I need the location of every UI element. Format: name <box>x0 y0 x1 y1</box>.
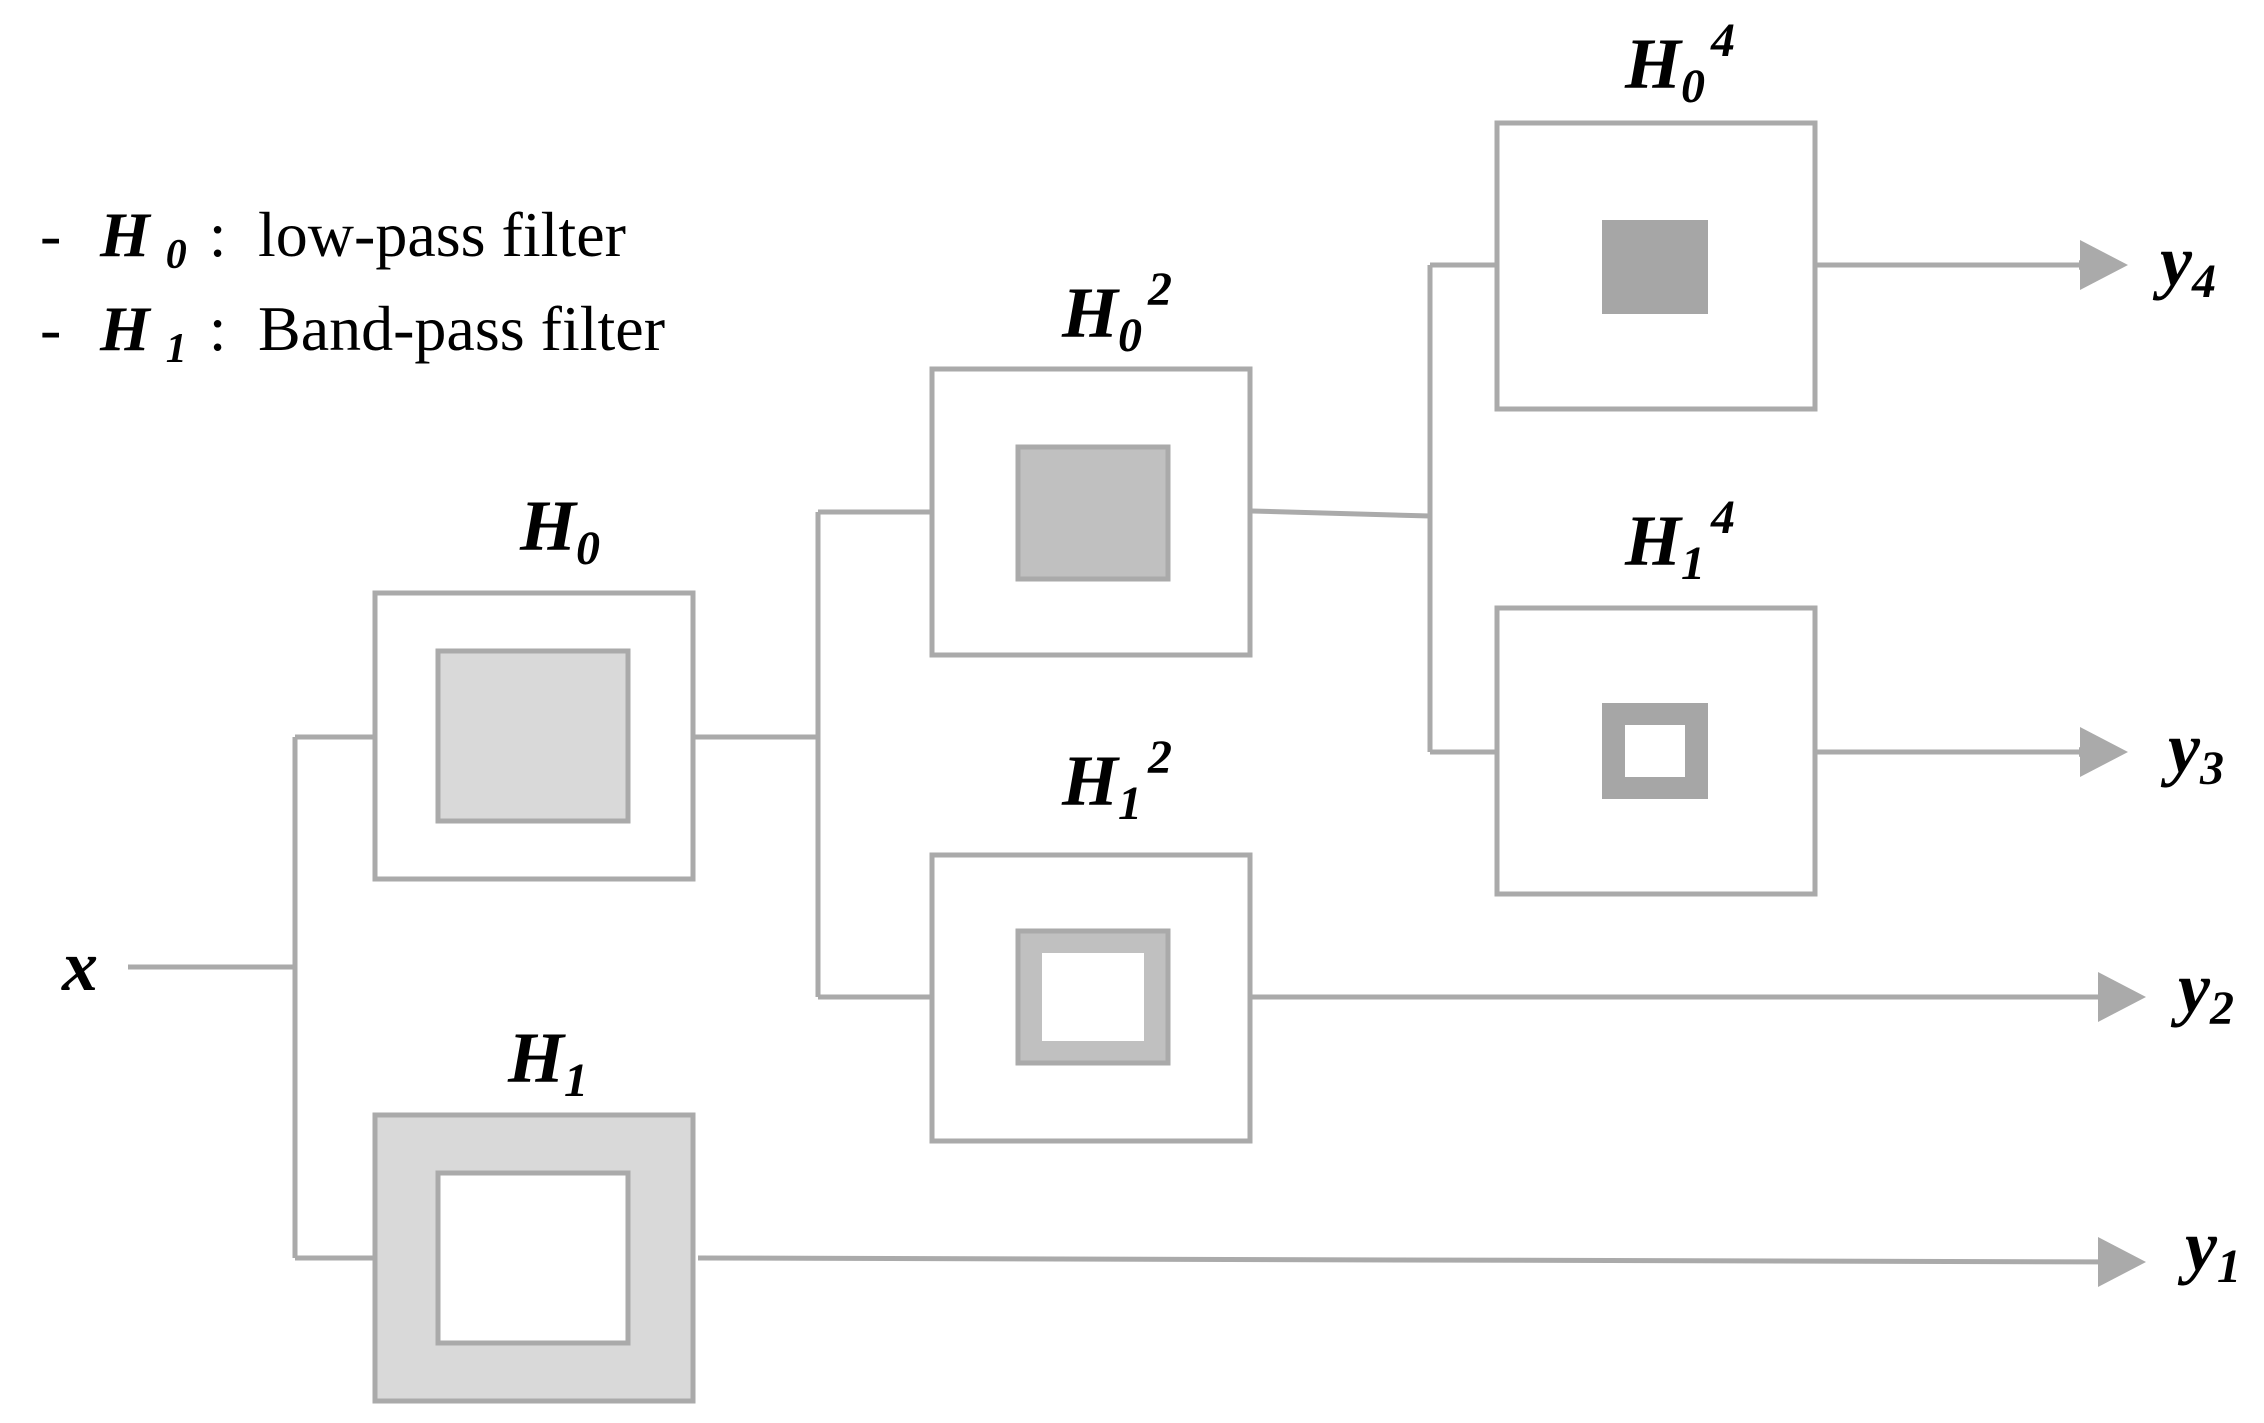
legend-bullet: - <box>40 293 61 364</box>
legend-symbol: H <box>99 293 152 364</box>
y4-label: y4 <box>2152 221 2216 308</box>
h12-label: H12 <box>1061 731 1172 830</box>
h1-stopband <box>435 1170 631 1346</box>
y2-label: y2 <box>2170 948 2234 1035</box>
legend-item-lowpass: - H 0 : low-pass filter <box>40 199 626 282</box>
h0-label: H0 <box>519 486 600 575</box>
h1-label: H1 <box>507 1018 588 1107</box>
y1-label: y1 <box>2177 1206 2241 1293</box>
h02-passband <box>1015 444 1171 582</box>
legend: - H 0 : low-pass filter - H 1 : Band-pas… <box>40 199 665 376</box>
h04-block <box>1494 120 1818 412</box>
legend-colon: : <box>209 293 227 364</box>
connections <box>128 260 2141 1267</box>
y3-arrowhead <box>2080 727 2128 777</box>
legend-symbol-sub: 0 <box>166 232 187 278</box>
legend-symbol: H <box>99 199 152 270</box>
h04-passband <box>1602 220 1708 314</box>
h14-stopband <box>1625 725 1685 777</box>
h0-passband <box>435 648 631 824</box>
y4-arrowhead <box>2080 240 2128 290</box>
legend-text-bandpass: Band-pass filter <box>258 293 665 364</box>
h1-block <box>372 1112 696 1404</box>
h12-block <box>929 852 1253 1144</box>
h12-stopband <box>1042 953 1144 1041</box>
h02-block <box>929 366 1253 658</box>
h14-label: H14 <box>1624 491 1735 590</box>
y2-arrowhead <box>2098 972 2146 1022</box>
h04-label: H04 <box>1624 14 1735 113</box>
h14-block <box>1494 605 1818 897</box>
h02-label: H02 <box>1061 263 1172 362</box>
input-label: x <box>61 926 98 1006</box>
y3-label: y3 <box>2160 708 2224 795</box>
legend-text-lowpass: low-pass filter <box>258 199 626 270</box>
y1-arrow <box>697 1255 2141 1267</box>
arrow-heads <box>2080 240 2146 1287</box>
y1-arrowhead <box>2098 1237 2146 1287</box>
legend-bullet: - <box>40 199 61 270</box>
h0-block <box>372 590 696 882</box>
legend-colon: : <box>209 199 227 270</box>
legend-symbol-sub: 1 <box>166 326 187 372</box>
legend-item-bandpass: - H 1 : Band-pass filter <box>40 293 665 376</box>
h02-out-line <box>1251 508 1431 519</box>
